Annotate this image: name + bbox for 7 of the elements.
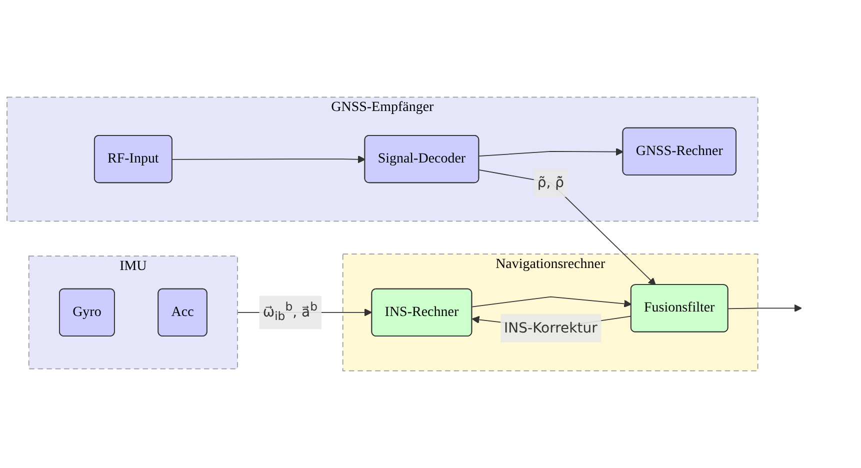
edge-label: INS-Korrektur (504, 320, 598, 336)
edge-label: ω⃗$_{ib}$$^{b}$, a⃗$^{b}$ (262, 301, 318, 324)
arrow (172, 156, 366, 164)
arrow (728, 304, 802, 312)
arrow (478, 148, 624, 157)
arrow (472, 296, 632, 308)
edge-label: ρ̃, ρ̃̇ (537, 174, 564, 191)
